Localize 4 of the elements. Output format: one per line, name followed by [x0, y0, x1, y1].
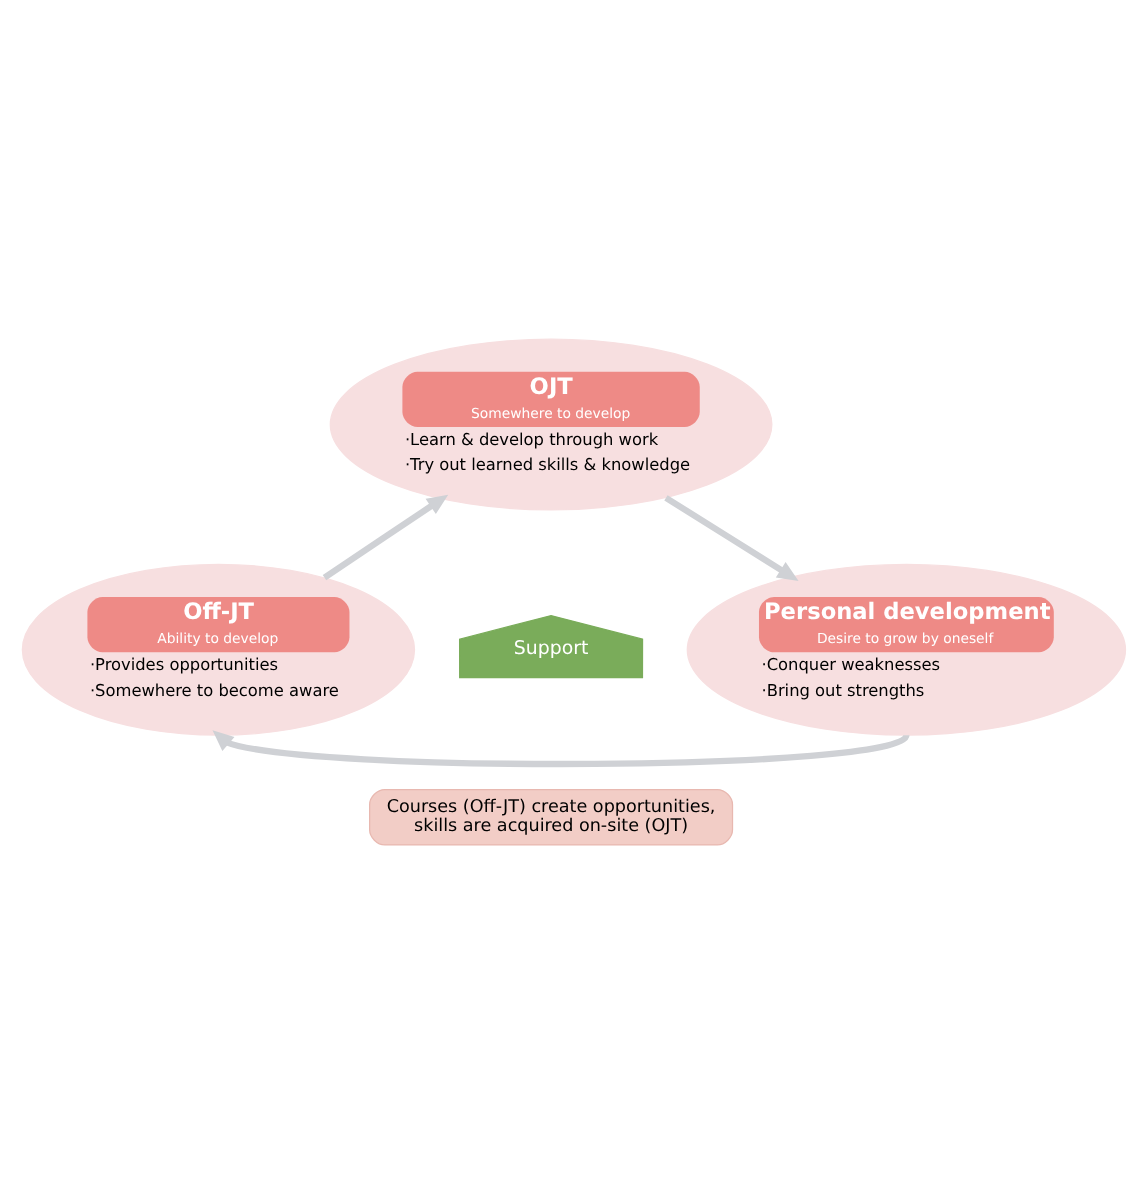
node-box: Courses (Off-JT) create opportunities, skills are acquired on-site (OJT)	[369, 788, 734, 846]
arrow	[664, 495, 799, 581]
arrow	[212, 730, 909, 768]
arrow	[322, 494, 449, 581]
